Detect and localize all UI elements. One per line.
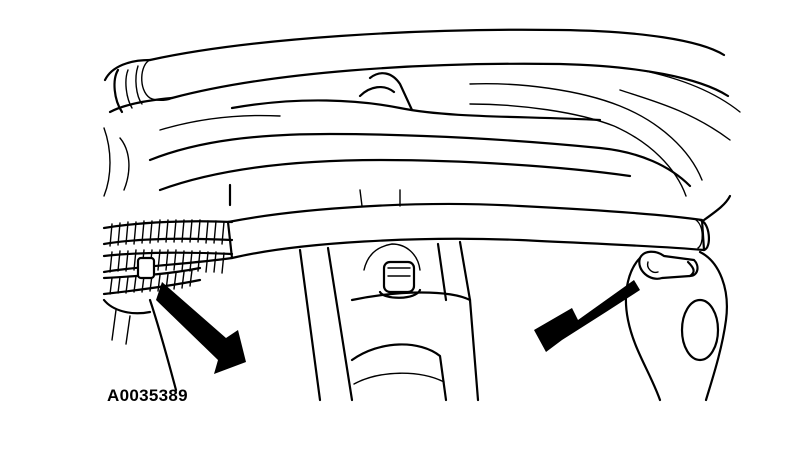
figure-code-label: A0035389	[107, 386, 188, 405]
middle-hose	[226, 194, 732, 260]
lower-left-components	[102, 298, 178, 392]
wiring-harness	[102, 219, 234, 296]
engine-structure	[103, 69, 741, 207]
center-bracket	[298, 189, 480, 402]
upper-hose	[103, 28, 730, 114]
arrow-pointer-right-icon	[534, 280, 640, 352]
arrow-pointer-left-icon	[156, 282, 246, 374]
right-bracket	[624, 250, 728, 402]
